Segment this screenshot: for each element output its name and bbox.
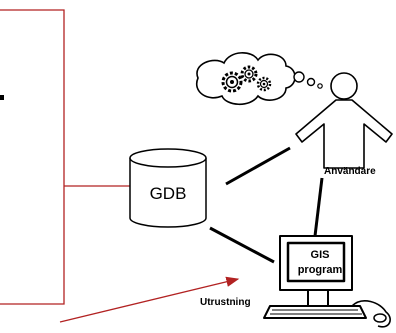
red-bracket bbox=[0, 9, 136, 305]
gear-icon bbox=[221, 71, 243, 93]
gis-label-line1: GIS bbox=[310, 249, 330, 261]
equipment-label: Utrustning bbox=[200, 297, 251, 308]
line-gdb-user bbox=[225, 146, 291, 186]
line-user-gis bbox=[313, 177, 324, 237]
user-figure-icon bbox=[295, 72, 393, 169]
user-label: Användare bbox=[324, 166, 376, 177]
gis-label-line2: program bbox=[297, 264, 343, 276]
gear-icon bbox=[240, 65, 258, 83]
red-arrow bbox=[59, 276, 240, 323]
computer-icon bbox=[263, 235, 391, 328]
gear-icon bbox=[256, 76, 272, 92]
bullet-mark bbox=[0, 95, 4, 100]
gdb-label: GDB bbox=[149, 184, 187, 203]
line-gdb-gis bbox=[209, 226, 275, 264]
gdb-database-icon bbox=[129, 148, 207, 228]
